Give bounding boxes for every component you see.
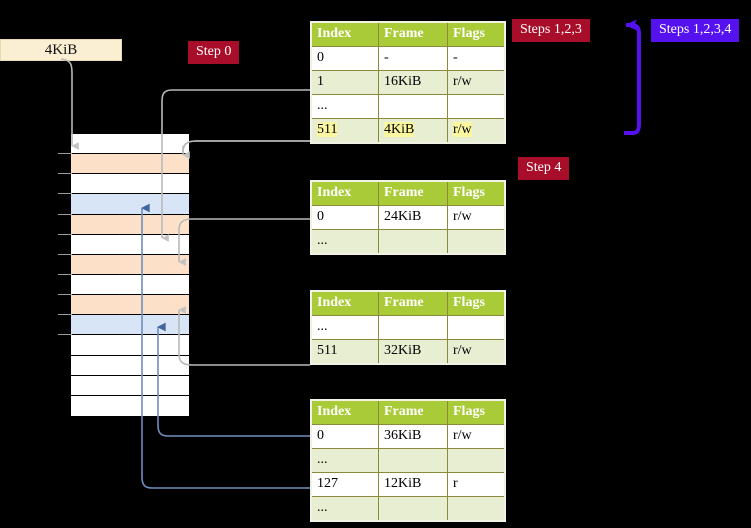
memory-tick-mark bbox=[58, 193, 72, 195]
column-header-flags: Flags bbox=[447, 290, 506, 316]
cell-frame: - bbox=[378, 46, 448, 71]
memory-tick-mark bbox=[58, 213, 72, 215]
cell-flags bbox=[447, 229, 506, 255]
table-row: ... bbox=[310, 94, 506, 119]
table-row: 0-- bbox=[310, 46, 506, 71]
steps-bracket-arrow bbox=[624, 19, 641, 135]
table-row: ... bbox=[310, 229, 506, 255]
cell-flags bbox=[447, 448, 506, 473]
memory-tick-mark bbox=[58, 274, 72, 275]
column-header-index: Index bbox=[310, 21, 379, 47]
connector-pml4-row511-to-memory bbox=[182, 140, 310, 159]
memory-tick-mark bbox=[58, 334, 72, 336]
cell-flags: r/w bbox=[447, 205, 506, 230]
cell-frame: 12KiB bbox=[378, 472, 448, 497]
cell-flags: r/w bbox=[447, 424, 506, 449]
column-header-flags: Flags bbox=[447, 21, 506, 47]
cell-flags bbox=[447, 496, 506, 522]
step-0-label: Step 0 bbox=[188, 41, 240, 64]
column-header-frame: Frame bbox=[378, 399, 448, 425]
memory-frame-row bbox=[71, 315, 189, 336]
memory-frame-row bbox=[71, 234, 189, 255]
cell-index: ... bbox=[310, 315, 379, 340]
connector-pdpt-row0-to-memory bbox=[178, 218, 310, 266]
column-header-index: Index bbox=[310, 180, 379, 206]
cell-frame: 24KiB bbox=[378, 205, 448, 230]
cell-index: 0 bbox=[310, 46, 379, 71]
cell-frame bbox=[378, 94, 448, 119]
memory-frame-row bbox=[71, 214, 189, 235]
column-header-flags: Flags bbox=[447, 180, 506, 206]
memory-tick-mark bbox=[58, 294, 72, 296]
column-header-index: Index bbox=[310, 290, 379, 316]
step-4-label: Step 4 bbox=[518, 157, 570, 180]
memory-tick-mark bbox=[58, 233, 72, 235]
column-header-frame: Frame bbox=[378, 21, 448, 47]
cell-flags: r/w bbox=[447, 339, 506, 365]
table-row: ... bbox=[310, 496, 506, 522]
column-header-flags: Flags bbox=[447, 399, 506, 425]
steps-1234-label: Steps 1,2,3,4 bbox=[651, 19, 740, 42]
memory-frame-row bbox=[71, 335, 189, 356]
cell-index: ... bbox=[310, 496, 379, 522]
memory-frame-row bbox=[71, 274, 189, 296]
cell-flags bbox=[447, 94, 506, 119]
cell-index: ... bbox=[310, 448, 379, 473]
memory-frame-row bbox=[71, 154, 189, 175]
cell-frame bbox=[378, 315, 448, 340]
memory-frame-row bbox=[71, 295, 189, 316]
cell-index: 511 bbox=[310, 339, 379, 365]
cell-index: 127 bbox=[310, 472, 379, 497]
memory-frame-row bbox=[71, 355, 189, 376]
cell-frame: 36KiB bbox=[378, 424, 448, 449]
physical-memory-column bbox=[70, 133, 190, 416]
cell-frame bbox=[378, 229, 448, 255]
cell-index: 1 bbox=[310, 70, 379, 95]
memory-frame-row bbox=[71, 134, 189, 155]
column-header-index: Index bbox=[310, 399, 379, 425]
memory-tick-mark bbox=[58, 173, 72, 175]
cell-index: 511 bbox=[310, 118, 379, 144]
cell-index: 0 bbox=[310, 424, 379, 449]
cell-flags: r bbox=[447, 472, 506, 497]
cell-flags: - bbox=[447, 46, 506, 71]
table-row: ... bbox=[310, 315, 506, 340]
cell-flags: r/w bbox=[447, 70, 506, 95]
size-label-4kib: 4KiB bbox=[0, 39, 122, 61]
connector-pml4-row511-line bbox=[182, 140, 310, 153]
memory-frame-row bbox=[71, 174, 189, 195]
memory-tick-mark bbox=[58, 314, 72, 316]
connector-pd-row511-to-memory bbox=[178, 306, 310, 366]
cell-frame bbox=[378, 448, 448, 473]
cell-frame: 4KiB bbox=[378, 118, 448, 144]
steps-123-label: Steps 1,2,3 bbox=[512, 19, 590, 42]
cell-index: ... bbox=[310, 94, 379, 119]
memory-tick-mark bbox=[58, 253, 72, 255]
cell-flags bbox=[447, 315, 506, 340]
column-header-frame: Frame bbox=[378, 290, 448, 316]
memory-tick-mark bbox=[58, 153, 72, 155]
cell-frame: 16KiB bbox=[378, 70, 448, 95]
memory-frame-row bbox=[71, 395, 189, 416]
column-header-frame: Frame bbox=[378, 180, 448, 206]
cell-index: ... bbox=[310, 229, 379, 255]
memory-frame-row bbox=[71, 375, 189, 396]
cell-frame: 32KiB bbox=[378, 339, 448, 365]
cell-flags: r/w bbox=[447, 118, 506, 144]
table-row: ... bbox=[310, 448, 506, 473]
memory-frame-row bbox=[71, 254, 189, 275]
cell-frame bbox=[378, 496, 448, 522]
memory-frame-row bbox=[71, 194, 189, 215]
cell-index: 0 bbox=[310, 205, 379, 230]
